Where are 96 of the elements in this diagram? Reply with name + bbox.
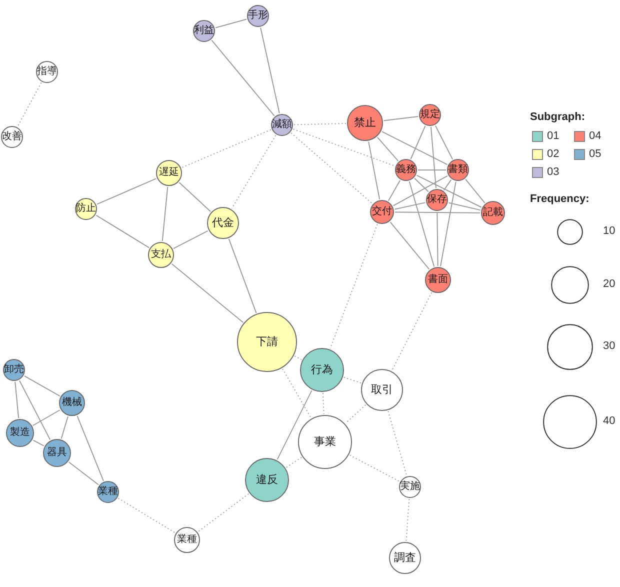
dotted-connector-line xyxy=(181,129,272,168)
legend-label: 20 xyxy=(603,279,616,290)
connector-line xyxy=(162,186,168,242)
node-label: 行為 xyxy=(311,364,333,376)
connector-line xyxy=(440,181,456,267)
node-label: 保存 xyxy=(427,195,447,205)
connector-line xyxy=(394,212,480,214)
connector-line xyxy=(32,410,60,426)
connector-line xyxy=(171,263,244,323)
node-label: 器具 xyxy=(47,448,67,458)
connector-line xyxy=(434,125,454,160)
connector-line xyxy=(178,182,212,212)
connector-line xyxy=(172,230,208,250)
connector-line xyxy=(60,416,68,440)
dotted-connector-line xyxy=(343,376,362,384)
node-label: 業種 xyxy=(177,535,197,545)
connector-line xyxy=(96,178,157,205)
connector-line xyxy=(392,175,448,206)
node-label: 防止 xyxy=(76,204,96,214)
node-label: 製造 xyxy=(10,428,30,438)
connector-line xyxy=(436,212,438,266)
legend-label: 02 xyxy=(547,149,560,160)
connector-line xyxy=(260,27,280,114)
node-label: 違反 xyxy=(256,474,278,486)
connector-line xyxy=(211,40,275,116)
dotted-connector-line xyxy=(388,410,408,476)
connector-line xyxy=(394,202,426,210)
legend-label: 01 xyxy=(547,131,560,142)
legend-label: 04 xyxy=(589,131,602,142)
node-label: 義務 xyxy=(396,165,416,175)
connector-line xyxy=(410,126,426,160)
node-label: 改善 xyxy=(2,132,22,142)
node-label: 調査 xyxy=(394,552,416,564)
legend-label: 30 xyxy=(603,341,616,352)
node-label: 規定 xyxy=(420,110,440,120)
node-label: 利益 xyxy=(194,26,214,36)
node-label: 書面 xyxy=(428,275,448,285)
connector-line xyxy=(76,415,104,482)
node-label: 事業 xyxy=(314,436,336,448)
dotted-connector-line xyxy=(345,404,366,424)
dotted-connector-line xyxy=(406,498,410,542)
node-label: 機械 xyxy=(62,398,82,408)
connector-line xyxy=(68,462,99,486)
connector-line xyxy=(465,178,486,204)
node-label: 下請 xyxy=(256,336,278,348)
node-label: 指導 xyxy=(37,67,57,77)
connector-line xyxy=(32,440,44,446)
connector-line xyxy=(368,141,380,200)
connector-line xyxy=(443,179,452,191)
dotted-connector-line xyxy=(330,224,378,349)
connector-line xyxy=(276,390,312,460)
connector-line xyxy=(381,131,448,166)
legend-label: 10 xyxy=(603,226,616,237)
dotted-connector-line xyxy=(294,122,346,126)
connector-line xyxy=(215,18,247,28)
connector-line xyxy=(388,180,401,202)
dotted-connector-line xyxy=(391,292,432,371)
connector-line xyxy=(414,178,429,192)
dotted-connector-line xyxy=(17,82,42,127)
node-label: 禁止 xyxy=(354,118,376,128)
connector-line xyxy=(416,174,482,208)
connector-line xyxy=(228,238,257,314)
dotted-connector-line xyxy=(322,392,324,415)
connector-line xyxy=(96,214,150,248)
connector-line xyxy=(383,116,419,122)
dotted-connector-line xyxy=(198,493,250,532)
legend-label: 03 xyxy=(547,167,560,178)
node-label: 代金 xyxy=(212,218,234,228)
node-label: 卸売 xyxy=(4,365,24,375)
connector-line xyxy=(448,202,481,211)
legend-heading: Frequency: xyxy=(530,194,590,205)
node-label: 交付 xyxy=(372,207,392,217)
legend-label: 05 xyxy=(589,149,602,160)
dotted-connector-line xyxy=(286,456,302,468)
node-label: 実施 xyxy=(400,482,420,492)
connector-line xyxy=(19,380,51,440)
dotted-connector-line xyxy=(292,128,396,166)
node-label: 記載 xyxy=(483,208,503,218)
connector-line xyxy=(408,181,435,268)
dotted-connector-line xyxy=(349,454,400,482)
node-label: 書類 xyxy=(448,165,468,175)
node-label: 取引 xyxy=(371,384,393,396)
node-label: 減額 xyxy=(272,120,292,130)
legend-label: 40 xyxy=(603,416,616,427)
node-label: 遅延 xyxy=(159,168,179,178)
connector-line xyxy=(390,222,430,270)
node-label: 手形 xyxy=(248,11,268,21)
connector-line xyxy=(377,136,399,162)
node-label: 支払 xyxy=(151,250,171,260)
dotted-connector-line xyxy=(290,132,373,204)
connector-line xyxy=(14,381,20,419)
legend-heading: Subgraph: xyxy=(530,112,585,123)
connector-line xyxy=(24,375,60,397)
connector-line xyxy=(430,126,437,189)
dotted-connector-line xyxy=(294,356,302,360)
node-label: 業種 xyxy=(98,487,118,497)
